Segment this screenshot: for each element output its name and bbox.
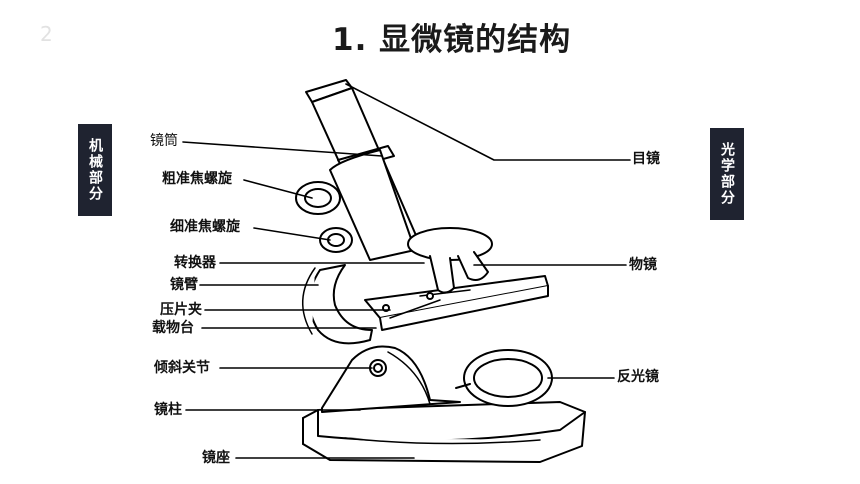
microscope-stage	[364, 275, 549, 331]
slide-number: 2	[40, 22, 53, 46]
page-title: 1. 显微镜的结构	[332, 22, 572, 58]
label-clips: 压片夹	[160, 302, 202, 318]
microscope-arm	[301, 264, 373, 345]
nosepiece-objectives	[407, 227, 493, 294]
mechanical-part-label: 机械部分	[78, 124, 112, 216]
label-nosepiece: 转换器	[174, 255, 216, 271]
label-stage: 载物台	[152, 320, 194, 336]
label-coarse-focus: 粗准焦螺旋	[162, 171, 232, 187]
microscope-body	[305, 79, 419, 261]
focus-knobs	[295, 181, 353, 253]
label-arm: 镜臂	[170, 277, 198, 293]
microscope-mirror	[455, 349, 553, 407]
microscope-base	[302, 401, 586, 463]
label-pillar: 镜柱	[154, 402, 182, 418]
leader-lines	[182, 83, 631, 459]
label-base: 镜座	[202, 450, 230, 466]
label-inclination-joint: 倾斜关节	[154, 360, 210, 376]
label-eyepiece: 目镜	[632, 151, 660, 167]
label-objective: 物镜	[629, 257, 657, 273]
label-mirror: 反光镜	[617, 369, 659, 385]
label-fine-focus: 细准焦螺旋	[170, 219, 240, 235]
optical-part-label: 光学部分	[710, 128, 744, 220]
microscope-pillar	[321, 345, 461, 413]
label-eyepiece-tube: 镜筒	[150, 133, 178, 149]
